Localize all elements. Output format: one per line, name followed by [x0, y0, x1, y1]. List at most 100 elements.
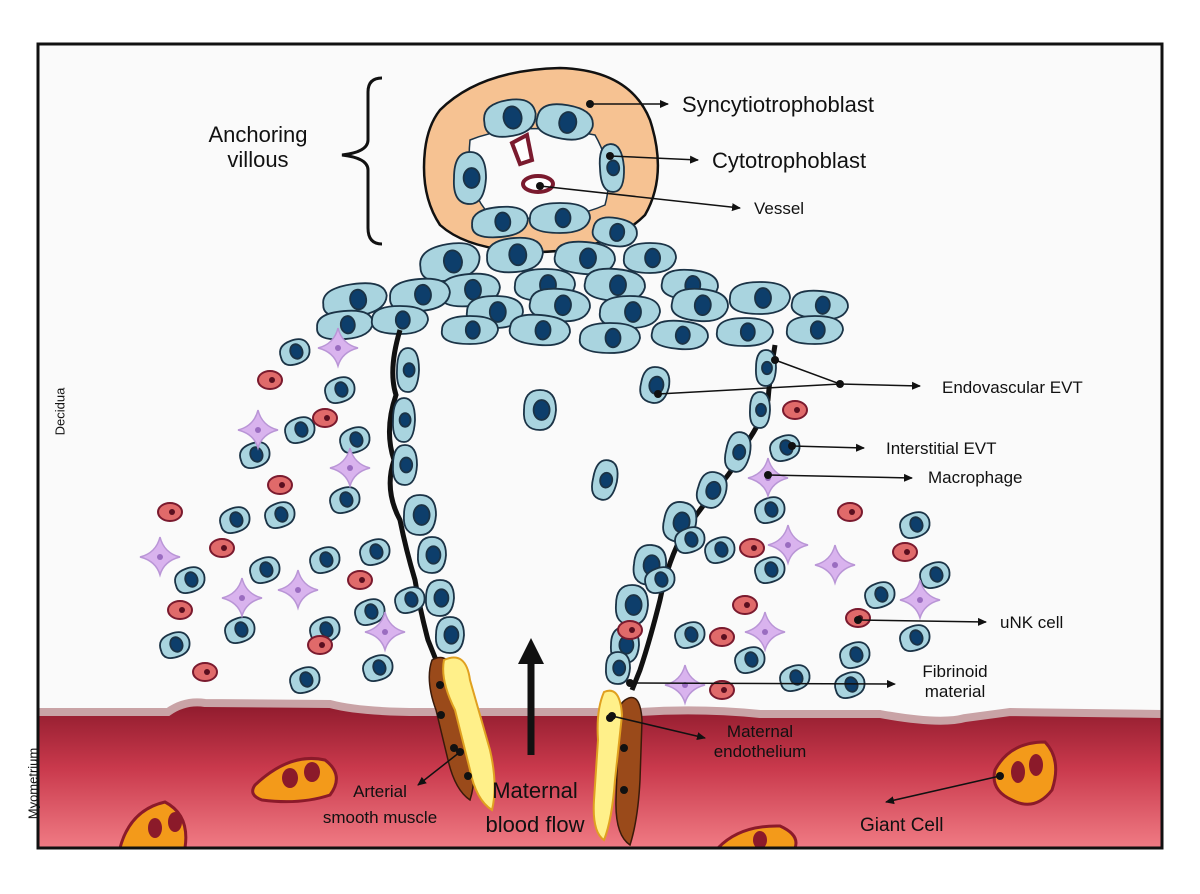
- interstitial-evt-cell: [674, 621, 706, 649]
- interstitial-evt-cell: [754, 496, 786, 524]
- giant-cell: [118, 800, 188, 850]
- endovascular-evt-cell: [417, 536, 447, 574]
- interstitial-evt-cell: [309, 546, 341, 574]
- endovascular-evt-cell: [403, 494, 437, 536]
- arterial-smooth-muscle-left: [428, 656, 496, 812]
- cell-column-cytotrophoblast: [528, 287, 591, 323]
- endovascular-evt-cell: [724, 431, 752, 473]
- cell-column-cytotrophoblast: [370, 305, 429, 335]
- interstitial-evt-cell: [289, 666, 321, 694]
- giant-cell: [714, 824, 798, 850]
- macrophage-nucleus: [762, 629, 768, 635]
- unk-cell: [732, 595, 758, 615]
- interstitial-evt-cell: [354, 598, 386, 626]
- cell-column-cytotrophoblast: [389, 277, 451, 313]
- macrophage-nucleus: [832, 562, 838, 568]
- cell-column-cytotrophoblast: [785, 315, 844, 345]
- interstitial-evt-cell: [834, 671, 866, 699]
- cell-column-cytotrophoblast: [316, 309, 374, 341]
- interstitial-evt-cell: [779, 664, 811, 692]
- cytotrophoblast-cells: [316, 98, 849, 354]
- endovascular-evt-cell: [425, 579, 455, 617]
- interstitial-evt-cell: [264, 501, 296, 529]
- interstitial-evt-cell: [284, 416, 316, 444]
- interstitial-evt-cell: [359, 538, 391, 566]
- endovascular-evt-cell: [605, 651, 631, 685]
- interstitial-evt-cell: [704, 536, 736, 564]
- macrophage-nucleus: [382, 629, 388, 635]
- cytotrophoblast-cell: [483, 98, 537, 138]
- cell-column-cytotrophoblast: [715, 317, 774, 347]
- unk-cell: [157, 502, 183, 522]
- arterial-smooth-muscle-label: Arterial smooth muscle: [322, 782, 438, 827]
- macrophage-nucleus: [785, 542, 791, 548]
- cell-column-cytotrophoblast: [622, 242, 677, 274]
- cell-column-cytotrophoblast: [440, 315, 499, 345]
- interstitial-evt-cell: [754, 556, 786, 584]
- syncytiotrophoblast-label: Syncytiotrophoblast: [682, 92, 874, 117]
- unk-cell: [347, 570, 373, 590]
- interstitial-evt-cell: [362, 654, 394, 682]
- unk-cell: [709, 680, 735, 700]
- cell-column-cytotrophoblast: [728, 281, 791, 315]
- endovascular-evt-cell: [749, 391, 771, 429]
- endovascular-evt-label: Endovascular EVT: [942, 378, 1083, 397]
- fibrinoid-material-label: Fibrinoid material: [922, 662, 988, 701]
- maternal-blood-flow-label: Maternal blood flow: [485, 778, 585, 838]
- cytotrophoblast-label: Cytotrophoblast: [712, 148, 867, 173]
- unk-cell: [312, 408, 338, 428]
- vessel-label: Vessel: [754, 199, 805, 218]
- endovascular-evt-cell: [435, 616, 465, 654]
- interstitial-evt-cell: [899, 511, 931, 539]
- endovascular-evt-cell: [591, 459, 619, 501]
- macrophage-nucleus: [335, 345, 341, 351]
- cell-column-cytotrophoblast: [486, 236, 544, 274]
- unk-cell: [257, 370, 283, 390]
- unk-cell: [167, 600, 193, 620]
- cell-column-cytotrophoblast: [471, 205, 529, 239]
- cell-column-cytotrophoblast: [670, 287, 729, 323]
- interstitial-evt-cell: [734, 646, 766, 674]
- endovascular-evt-cell: [396, 347, 420, 393]
- interstitial-evt-cell: [224, 616, 256, 644]
- decidua-label: Decidua: [52, 387, 68, 436]
- cell-column-cytotrophoblast: [578, 322, 641, 354]
- cell-column-cytotrophoblast: [508, 313, 571, 347]
- endovascular-evt-cell: [615, 584, 649, 626]
- unk-cell: [837, 502, 863, 522]
- interstitial-evt-cells: [159, 338, 951, 699]
- endovascular-evt-cell: [755, 349, 777, 387]
- endovascular-evt-cell: [392, 444, 418, 486]
- interstitial-evt-cell: [159, 631, 191, 659]
- myometrium-label: Myometrium: [25, 747, 41, 820]
- leader-lines: [417, 100, 1004, 805]
- unk-cell: [709, 627, 735, 647]
- interstitial-evt-cell: [174, 566, 206, 594]
- macrophage-nucleus: [917, 597, 923, 603]
- interstitial-evt-cell: [249, 556, 281, 584]
- villous-core: [468, 127, 610, 220]
- interstitial-evt-cell: [644, 566, 676, 594]
- unk-cells: [157, 370, 918, 700]
- interstitial-evt-cell: [674, 526, 706, 554]
- macrophage-nucleus: [157, 554, 163, 560]
- maternal-blood-flow-arrow: [518, 638, 544, 755]
- maternal-endothelium-label: Maternal endothelium: [713, 722, 807, 761]
- unk-cell: [892, 542, 918, 562]
- interstitial-evt-cell: [219, 506, 251, 534]
- endovascular-evt-cell: [695, 471, 728, 509]
- diagram-frame: [36, 42, 1164, 850]
- macrophage-nucleus: [255, 427, 261, 433]
- giant-cell: [251, 756, 338, 804]
- macrophage-label: Macrophage: [928, 468, 1023, 487]
- cell-column-cytotrophoblast: [591, 216, 638, 248]
- interstitial-evt-cell: [394, 586, 426, 614]
- cell-column-cytotrophoblast: [528, 202, 591, 234]
- unk-cell: [739, 538, 765, 558]
- unk-cell: [192, 662, 218, 682]
- interstitial-evt-cell: [239, 441, 271, 469]
- macrophage-nucleus: [347, 465, 353, 471]
- cytotrophoblast-cell: [453, 151, 487, 205]
- interstitial-evt-cell: [864, 581, 896, 609]
